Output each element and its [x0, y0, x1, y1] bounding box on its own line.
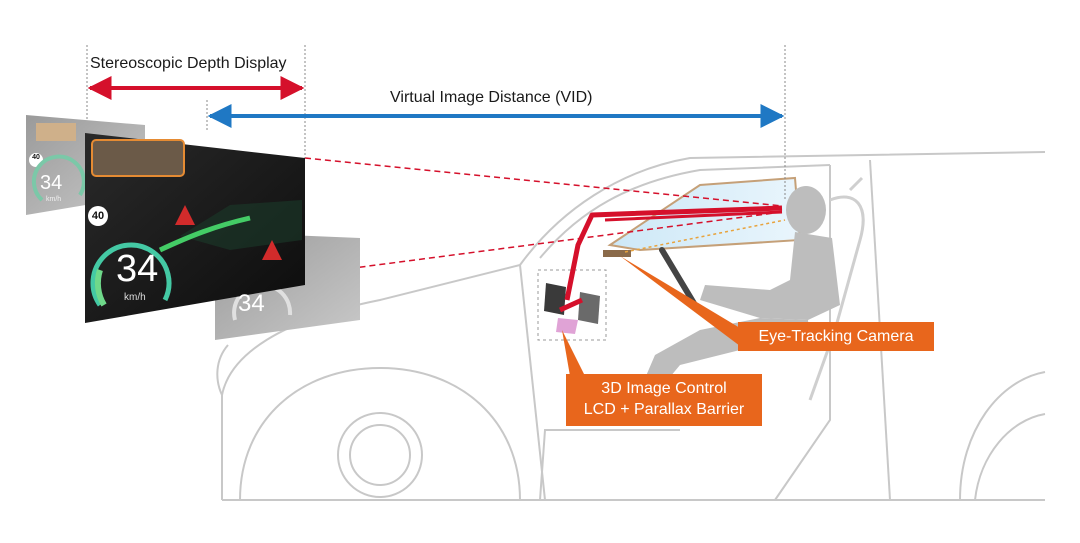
reference-lines [86, 45, 786, 200]
optical-path-to-eye [604, 210, 783, 222]
speed-readout-back: 34 [40, 172, 63, 194]
projection-lines [299, 157, 783, 276]
lcd-label-line1: 3D Image Control [601, 380, 727, 397]
stereo-depth-label: Stereoscopic Depth Display [90, 55, 287, 72]
speed-limit-back: 40 [32, 154, 40, 161]
steering-wheel [659, 247, 701, 313]
lcd-unit-box [537, 269, 607, 341]
eye-tracking-camera-callout: Eye-Tracking Camera [738, 322, 934, 351]
speed-unit: km/h [124, 292, 146, 303]
speed-limit-sign: 40 [88, 206, 108, 226]
lcd-label-line2: LCD + Parallax Barrier [583, 401, 745, 418]
speed-readout: 34 [116, 248, 159, 290]
speed-unit-back: km/h [46, 196, 62, 203]
lcd-callout: 3D Image Control LCD + Parallax Barrier [566, 374, 762, 426]
lcd-panels [544, 283, 600, 334]
hud-panel-main [85, 133, 305, 323]
eye-tracking-camera-label: Eye-Tracking Camera [758, 328, 914, 345]
speed-readout-front: 34 [238, 290, 265, 317]
seat [808, 176, 865, 401]
optical-path-lower [558, 297, 584, 313]
camera-device [603, 250, 631, 257]
vid-label: Virtual Image Distance (VID) [390, 89, 593, 106]
optical-path [564, 205, 783, 301]
